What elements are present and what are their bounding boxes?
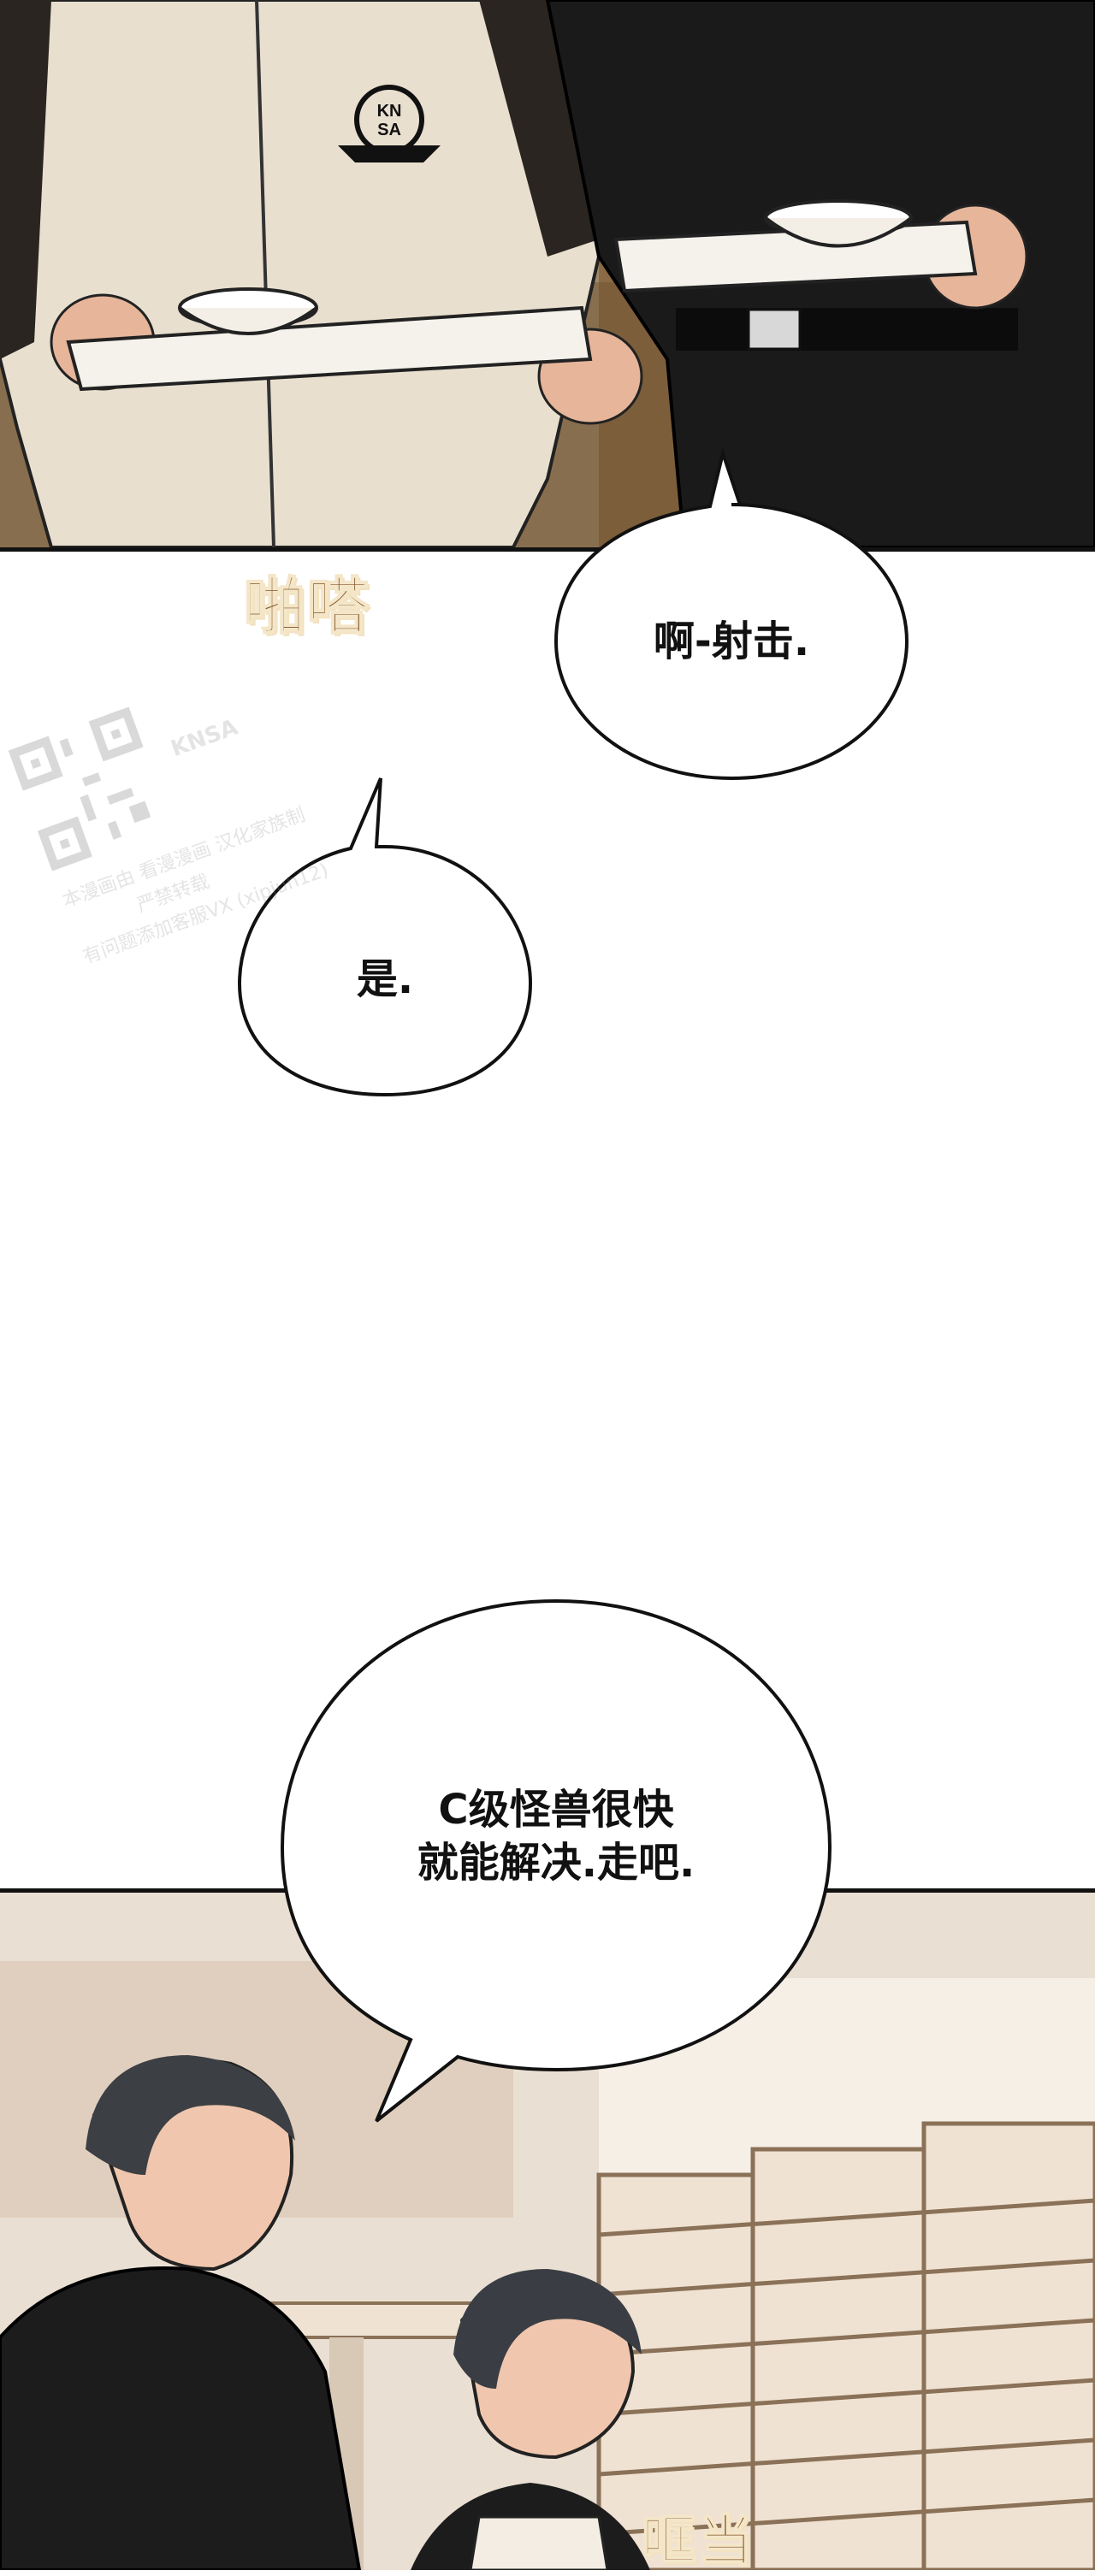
student-right xyxy=(411,2269,650,2570)
speech-bubble-shoot: 啊-射击. xyxy=(548,446,915,787)
knsa-logo: KN SA xyxy=(338,85,441,162)
speech-bubble-outline xyxy=(237,777,533,1097)
sfx-tray-clack: 啪嗒 xyxy=(243,569,371,643)
speech-text-c-rank: C级怪兽很快 就能解决.走吧. xyxy=(417,1786,695,1887)
cafeteria-tray-illustration: KN SA xyxy=(0,0,1095,547)
qr-code-icon xyxy=(8,706,173,871)
shelving-unit xyxy=(596,2121,1095,2570)
speech-bubble-yes: 是. xyxy=(231,777,539,1103)
speech-text-shoot: 啊-射击. xyxy=(653,617,810,665)
watermark: KNSA 本漫画由 看漫漫画 汉化家族制 严禁转载 有问题添加客服VX (xip… xyxy=(0,595,481,1131)
svg-text:SA: SA xyxy=(377,121,401,139)
student-left xyxy=(0,2055,362,2570)
speech-bubble-c-rank: C级怪兽很快 就能解决.走吧. xyxy=(274,1591,838,2138)
svg-text:KN: KN xyxy=(377,102,402,121)
speech-text-yes: 是. xyxy=(356,955,414,1003)
sfx-bump: 哐当 xyxy=(641,2508,755,2574)
speech-bubble-outline xyxy=(553,446,909,781)
watermark-logo: KNSA xyxy=(167,714,242,763)
speech-bubble-outline xyxy=(280,1598,832,2123)
top-panel: KN SA xyxy=(0,0,1095,552)
